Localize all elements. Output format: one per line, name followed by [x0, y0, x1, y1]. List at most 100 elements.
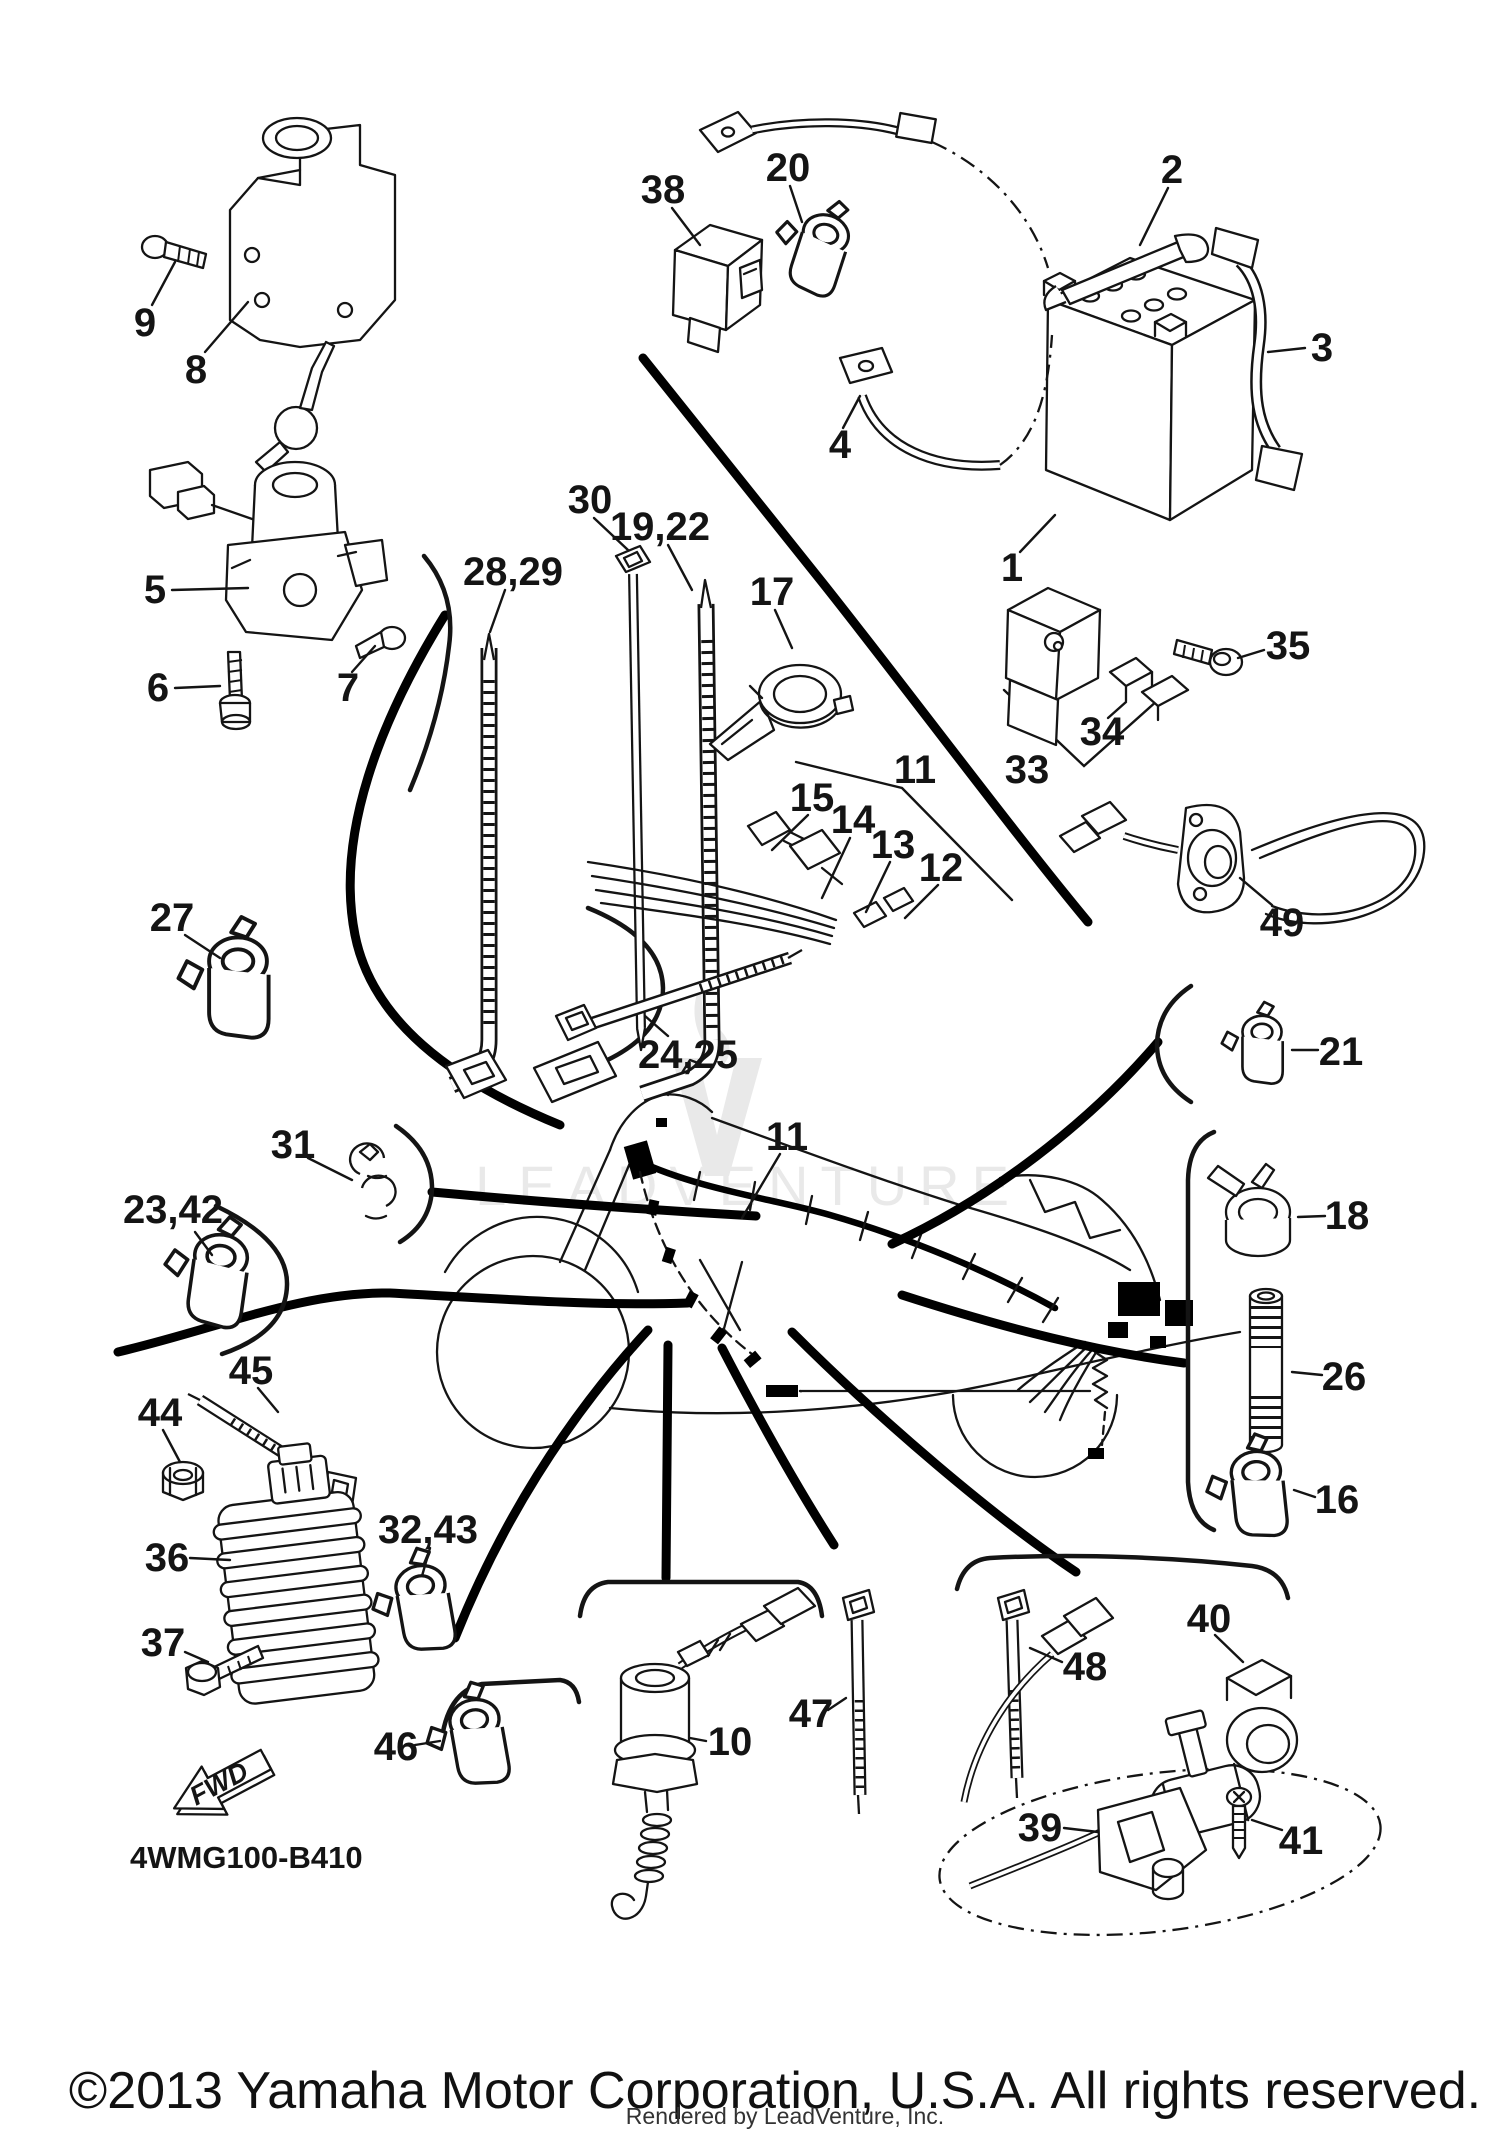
clamp-18-sketch — [1206, 1162, 1292, 1258]
callout-leader-41 — [1250, 1818, 1284, 1832]
callout-label-1: 1 — [1001, 546, 1023, 590]
callout-leader-32-43 — [420, 1546, 432, 1578]
callout-leader-15 — [770, 813, 810, 852]
callout-label-9: 9 — [134, 301, 156, 345]
callout-label-16: 16 — [1315, 1478, 1360, 1522]
callout-leader-4 — [841, 394, 862, 430]
clamp-20-sketch — [760, 184, 862, 301]
callout-leader-14 — [820, 836, 852, 900]
callout-label-2: 2 — [1161, 148, 1183, 192]
callout-label-6: 6 — [147, 666, 169, 710]
callout-label-21: 21 — [1319, 1030, 1364, 1074]
callout-leader-19-22 — [666, 543, 694, 592]
callout-label-46: 46 — [374, 1725, 419, 1769]
callout-leader-20 — [788, 184, 804, 224]
callout-leader-37 — [183, 1650, 210, 1664]
cable-ties-sketch — [444, 544, 721, 1104]
nut-44-sketch — [161, 1460, 205, 1502]
callout-label-19-22: 19,22 — [610, 505, 710, 549]
copyright-text: ©2013 Yamaha Motor Corporation, U.S.A. A… — [69, 2062, 1481, 2120]
callout-label-41: 41 — [1279, 1819, 1324, 1863]
diagram-code: 4WMG100-B410 — [130, 1840, 363, 1875]
harness-connectors-sketch — [586, 810, 915, 946]
callout-label-32-43: 32,43 — [378, 1508, 478, 1552]
callout-label-38: 38 — [641, 168, 686, 212]
callout-leader-11 — [740, 1152, 782, 1220]
callout-label-4: 4 — [829, 423, 852, 467]
callout-label-3: 3 — [1311, 326, 1333, 370]
callout-leader-7 — [350, 644, 377, 674]
tie-2425-sketch — [554, 949, 803, 1042]
sidestand-switch-sketch — [610, 1586, 817, 1920]
callout-label-36: 36 — [145, 1536, 190, 1580]
callout-label-12: 12 — [919, 846, 964, 890]
callout-leader-26 — [1290, 1370, 1324, 1377]
callout-leader-35 — [1236, 648, 1266, 660]
callout-label-14: 14 — [831, 798, 876, 842]
callout-leader-18 — [1296, 1214, 1327, 1219]
callout-leader-9 — [150, 260, 177, 307]
callout-leader-2 — [1138, 186, 1170, 247]
bold-leader-curves — [113, 353, 1189, 1643]
callout-label-27: 27 — [150, 896, 195, 940]
sensor-39-group-sketch — [938, 1596, 1382, 1937]
harness-whiskers — [1016, 1340, 1097, 1422]
callout-label-24-25: 24,25 — [638, 1033, 738, 1077]
callout-label-17: 17 — [750, 570, 795, 614]
callout-leader-39 — [1062, 1826, 1100, 1834]
callout-leader-13 — [864, 860, 892, 914]
starter-relay-sketch — [1004, 586, 1244, 747]
callout-label-23-42: 23,42 — [123, 1188, 223, 1232]
callout-label-11: 11 — [766, 1115, 808, 1159]
callout-label-47: 47 — [789, 1692, 834, 1736]
bolt-37-sketch — [184, 1644, 265, 1697]
callout-label-15: 15 — [790, 776, 835, 820]
tie-47-sketch — [841, 1588, 876, 1815]
callout-label-49: 49 — [1260, 901, 1305, 945]
callout-label-10: 10 — [708, 1720, 753, 1764]
callout-leader-30 — [592, 516, 630, 552]
socket-49-sketch — [1058, 800, 1426, 925]
main-switch-sketch — [148, 340, 407, 731]
clamp-3243-sketch — [362, 1542, 460, 1661]
callout-leader-40 — [1213, 1633, 1245, 1664]
callout-leader-34 — [1106, 700, 1128, 720]
callout-label-45: 45 — [229, 1349, 274, 1393]
callout-leader-1 — [1018, 513, 1057, 554]
callout-leader-48 — [1028, 1646, 1064, 1664]
clamp-46-sketch — [416, 1676, 514, 1795]
callout-leader-6 — [173, 684, 222, 690]
callout-leader-24-25 — [643, 1014, 670, 1038]
callout-leader-23-42 — [193, 1230, 214, 1257]
callout-label-7: 7 — [337, 666, 359, 710]
callout-label-28-29: 28,29 — [463, 550, 563, 594]
clip-21-sketch — [1220, 1000, 1285, 1085]
callout-leader-5 — [170, 586, 250, 592]
clamp-17-sketch — [708, 663, 855, 762]
callout-leader-38 — [670, 206, 702, 247]
callout-label-40: 40 — [1187, 1597, 1232, 1641]
rectifier-36-sketch — [212, 1442, 380, 1705]
callout-label-33: 33 — [1005, 748, 1050, 792]
callout-label-18: 18 — [1325, 1194, 1370, 1238]
callout-label-11: 11 — [894, 748, 936, 792]
relay-38-sketch — [671, 223, 764, 354]
callout-leader-12 — [903, 883, 940, 920]
battery-group-sketch — [698, 110, 1304, 522]
callout-leader-49 — [1238, 876, 1274, 907]
callout-leader-8 — [203, 300, 250, 354]
callout-leader-28-29 — [488, 588, 507, 634]
harness-ticks — [692, 1170, 1060, 1324]
callout-label-13: 13 — [871, 823, 916, 867]
clip-31-sketch — [348, 1142, 397, 1220]
callout-leader-3 — [1266, 346, 1307, 354]
callout-label-44: 44 — [138, 1391, 183, 1435]
callout-label-8: 8 — [185, 348, 207, 392]
callout-leader-36 — [188, 1556, 232, 1562]
callout-leader-45 — [256, 1386, 280, 1414]
callout-label-30: 30 — [568, 478, 613, 522]
callout-label-31: 31 — [271, 1123, 316, 1167]
